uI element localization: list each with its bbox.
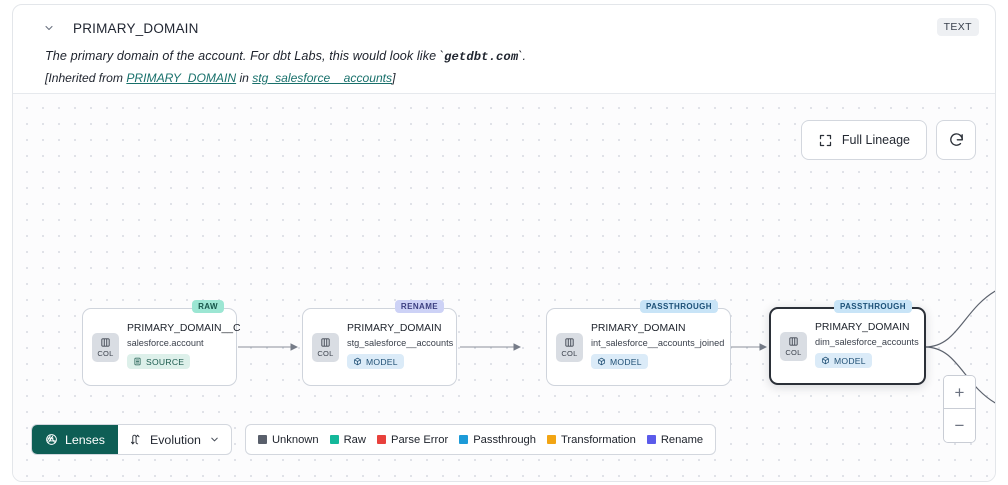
inherited-suffix: ] [392, 71, 396, 85]
legend-label: Unknown [271, 433, 319, 446]
legend-item[interactable]: Parse Error [376, 433, 449, 446]
legend-swatch [459, 435, 469, 444]
refresh-button[interactable] [936, 120, 976, 160]
legend-swatch [329, 435, 339, 444]
node-type-label: MODEL [834, 355, 866, 366]
lenses-label: Lenses [65, 432, 105, 447]
col-label: COL [317, 348, 334, 358]
full-lineage-label: Full Lineage [841, 133, 910, 147]
node-type-label: MODEL [610, 356, 642, 367]
legend-item[interactable]: Unknown [257, 433, 319, 446]
lineage-legend: Unknown Raw Parse Error Passthrough Transfor… [244, 424, 717, 455]
inherited-model-link[interactable]: stg_salesforce__accounts [252, 71, 393, 85]
cube-icon [598, 357, 605, 366]
lenses-button[interactable]: Lenses [32, 425, 118, 454]
expand-icon [819, 134, 832, 146]
node-subtitle: stg_salesforce__accounts [347, 338, 454, 348]
legend-swatch [646, 435, 656, 444]
node-type-badge: SOURCE [127, 354, 191, 369]
legend-label: Raw [343, 433, 366, 446]
node-type-badge: MODEL [347, 354, 404, 369]
node-title: PRIMARY_DOMAIN [591, 323, 686, 334]
node-type-badge: MODEL [815, 353, 872, 368]
inherited-from: [Inherited from PRIMARY_DOMAIN in stg_sa… [45, 71, 979, 85]
legend-item[interactable]: Passthrough [459, 434, 536, 446]
node-kind-badge: PASSTHROUGH [639, 300, 718, 313]
inherited-mid: in [236, 71, 253, 85]
lineage-node[interactable]: RAW COL PRIMARY_DOMAIN__C salesforce.acc… [82, 300, 241, 386]
node-subtitle: dim_salesforce_accounts [815, 337, 919, 347]
col-icon: COL [556, 332, 583, 362]
chevron-down-icon[interactable] [41, 20, 57, 36]
node-subtitle: salesforce.account [127, 338, 204, 348]
legend-label: Transformation [561, 433, 636, 446]
cube-icon [822, 356, 829, 365]
col-icon: COL [92, 332, 119, 362]
aperture-icon [46, 434, 57, 445]
inherited-column-link[interactable]: PRIMARY_DOMAIN [126, 71, 237, 85]
evolution-dropdown[interactable]: Evolution [118, 425, 231, 454]
full-lineage-button[interactable]: Full Lineage [800, 120, 927, 160]
node-type-label: MODEL [366, 356, 398, 367]
node-title: PRIMARY_DOMAIN__C [127, 323, 241, 334]
cube-icon [354, 357, 361, 366]
col-label: COL [561, 348, 578, 358]
lineage-node[interactable]: RENAME COL PRIMARY_DOMAIN stg_salesforce… [302, 300, 457, 386]
inherited-prefix: [Inherited from [45, 71, 127, 85]
header-divider [13, 93, 995, 94]
legend-swatch [257, 435, 267, 444]
node-title: PRIMARY_DOMAIN [815, 322, 910, 333]
column-header: PRIMARY_DOMAIN TEXT The primary domain o… [13, 5, 995, 93]
lineage-node[interactable]: PASSTHROUGH COL PRIMARY_DOMAIN int_sales… [546, 300, 731, 386]
legend-item[interactable]: Raw [329, 433, 366, 446]
col-icon: COL [780, 331, 807, 361]
node-type-label: SOURCE [146, 356, 185, 367]
flow-arrows-icon [130, 434, 140, 445]
column-description: The primary domain of the account. For d… [45, 49, 979, 64]
legend-swatch [376, 435, 386, 444]
node-kind-badge: RAW [192, 300, 224, 313]
node-subtitle: int_salesforce__accounts_joined [591, 338, 725, 348]
legend-label: Rename [660, 433, 704, 446]
canvas-top-controls: Full Lineage [800, 120, 976, 160]
lineage-node-selected[interactable]: PASSTHROUGH COL PRIMARY_DOMAIN dim_sales… [769, 300, 926, 385]
node-title: PRIMARY_DOMAIN [347, 323, 442, 334]
evolution-label: Evolution [149, 432, 201, 447]
legend-label: Passthrough [473, 433, 537, 446]
lenses-segmented-control: Lenses Evolution [31, 424, 232, 455]
column-lineage-card: PRIMARY_DOMAIN TEXT The primary domain o… [12, 4, 996, 482]
node-type-badge: MODEL [591, 354, 648, 369]
status-badge: TEXT [936, 18, 979, 36]
legend-label: Parse Error [390, 433, 449, 446]
legend-item[interactable]: Transformation [547, 434, 636, 446]
col-label: COL [97, 348, 114, 358]
refresh-icon [949, 132, 963, 146]
zoom-in-button[interactable]: + [944, 376, 975, 409]
zoom-out-button[interactable]: − [944, 409, 975, 442]
node-kind-badge: PASSTHROUGH [833, 300, 912, 313]
node-kind-badge: RENAME [394, 300, 444, 313]
zoom-controls: + − [943, 375, 976, 443]
description-prefix: The primary domain of the account. For d… [45, 49, 445, 63]
legend-item[interactable]: Rename [646, 433, 704, 446]
database-icon [134, 357, 141, 366]
chevron-down-icon [211, 437, 218, 442]
canvas-bottom-bar: Lenses Evolution Unknown Raw Parse Error Pa… [31, 424, 717, 455]
legend-swatch [547, 435, 557, 444]
page-title: PRIMARY_DOMAIN [73, 20, 199, 36]
col-icon: COL [312, 332, 339, 362]
description-suffix: `. [518, 49, 527, 63]
lineage-canvas[interactable]: RAW COL PRIMARY_DOMAIN__C salesforce.acc… [13, 94, 995, 481]
col-label: COL [785, 347, 802, 357]
description-code: getdbt.com [444, 50, 519, 64]
